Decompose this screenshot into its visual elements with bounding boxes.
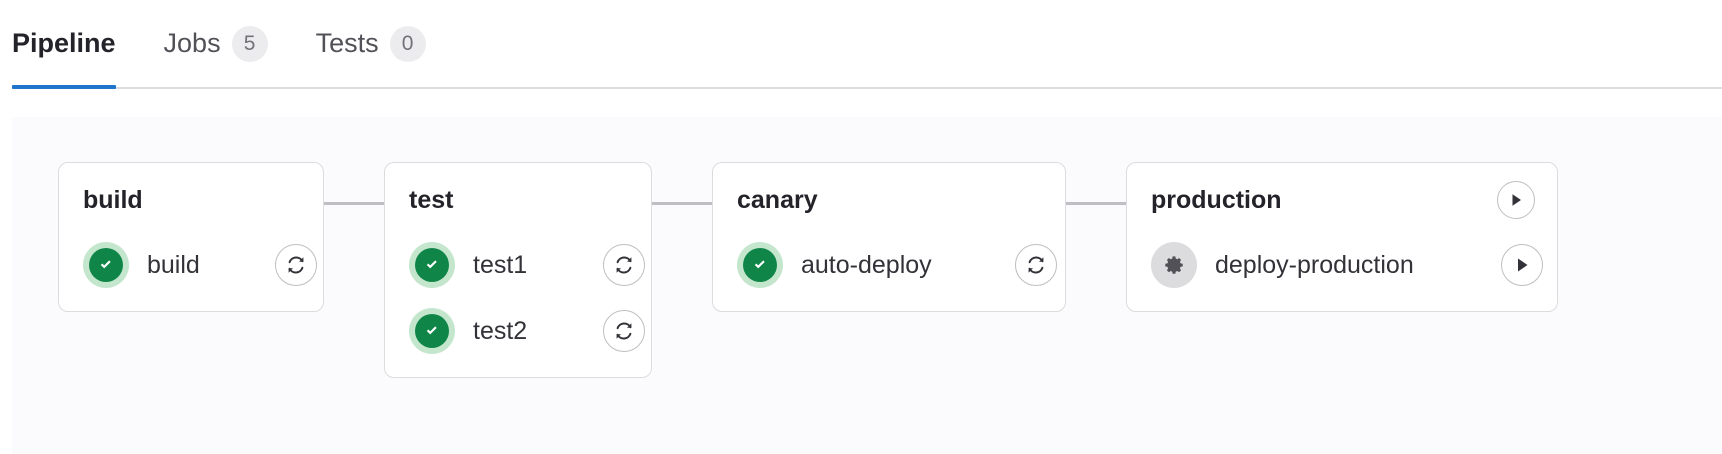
job-list-build: build [59,239,323,291]
job-row-auto-deploy[interactable]: auto-deploy [713,239,1065,291]
pipeline-stages: build build [12,117,1722,378]
stage-name-build: build [83,185,143,214]
play-icon[interactable] [1501,244,1543,286]
tab-jobs-badge: 5 [231,25,268,62]
tab-pipeline[interactable]: Pipeline [12,0,140,89]
job-row-build[interactable]: build [59,239,323,291]
retry-icon[interactable] [1015,244,1057,286]
job-name-build: build [147,250,200,279]
retry-icon[interactable] [275,244,317,286]
check-circle-icon [409,308,455,354]
stage-connector-canary-production [1066,202,1126,205]
check-circle-icon [409,242,455,288]
job-name-test2: test2 [473,316,528,345]
stage-name-test: test [409,185,454,214]
retry-icon[interactable] [603,244,645,286]
gear-icon [1151,242,1197,288]
pipeline-graph-canvas: build build [12,117,1722,454]
job-name-auto-deploy: auto-deploy [801,250,932,279]
job-list-canary: auto-deploy [713,239,1065,291]
tab-tests-badge: 0 [389,25,426,62]
stage-header-test: test [385,183,651,217]
stage-connector-test-canary [652,202,712,205]
stage-card-production: production [1126,162,1558,312]
stage-name-production: production [1151,185,1282,214]
stage-connector-build-test [324,202,384,205]
job-list-production: deploy-production [1127,239,1557,291]
job-name-deploy-production: deploy-production [1215,250,1414,279]
check-circle-icon [83,242,129,288]
tab-pipeline-label: Pipeline [12,28,116,58]
job-row-test2[interactable]: test2 [385,305,651,357]
stage-card-build: build build [58,162,324,312]
stage-header-build: build [59,183,323,217]
stage-header-canary: canary [713,183,1065,217]
stage-card-test: test test1 [384,162,652,378]
tab-tests-label: Tests [315,28,379,58]
job-list-test: test1 [385,239,651,357]
stage-card-canary: canary auto-deploy [712,162,1066,312]
job-name-test1: test1 [473,250,528,279]
job-row-test1[interactable]: test1 [385,239,651,291]
tab-jobs[interactable]: Jobs 5 [164,0,292,87]
tab-jobs-label: Jobs [163,28,221,58]
check-circle-icon [737,242,783,288]
retry-icon[interactable] [603,310,645,352]
pipeline-tabbar: Pipeline Jobs 5 Tests 0 [12,0,1722,89]
tab-tests[interactable]: Tests 0 [316,0,450,87]
stage-header-production: production [1127,181,1557,219]
stage-name-canary: canary [737,185,818,214]
play-icon[interactable] [1497,181,1535,219]
job-row-deploy-production[interactable]: deploy-production [1127,239,1557,291]
